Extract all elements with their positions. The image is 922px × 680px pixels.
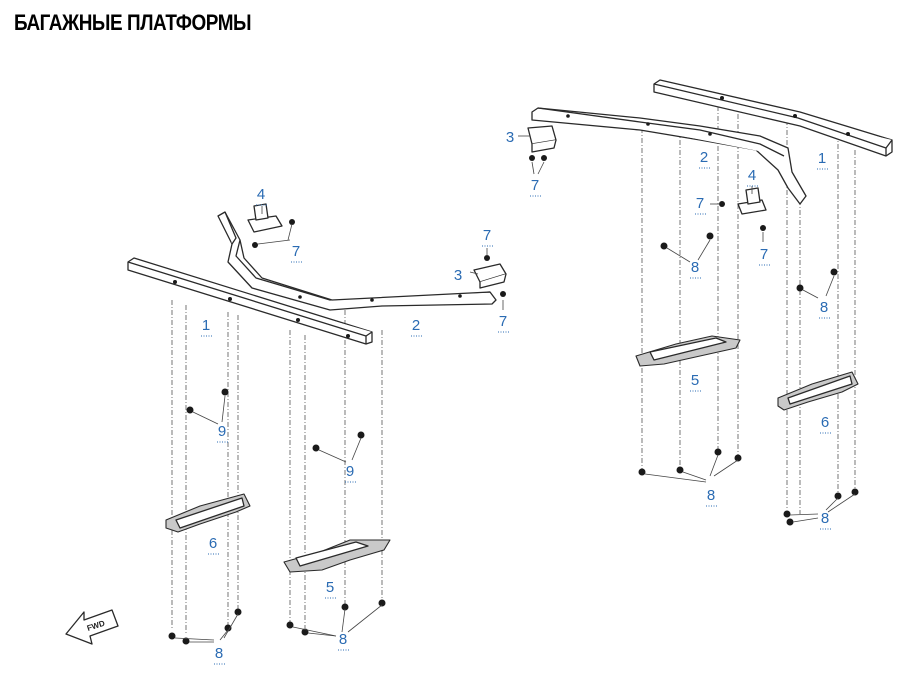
callout-8: 8 bbox=[707, 487, 715, 504]
callout-1: 1 bbox=[202, 317, 210, 334]
callout-6: 6 bbox=[821, 414, 829, 431]
callout-2: 2 bbox=[412, 317, 420, 334]
right-bracket-part3 bbox=[527, 125, 557, 153]
callout-6: 6 bbox=[209, 535, 217, 552]
right-platform-part6 bbox=[777, 371, 859, 411]
left-bracket-part4 bbox=[247, 203, 283, 233]
callout-3: 3 bbox=[454, 267, 462, 284]
callout-7: 7 bbox=[531, 177, 539, 194]
right-callouts: 3 7 2 1 4 7 7 8 8 5 6 8 8 bbox=[506, 129, 831, 530]
callout-5: 5 bbox=[326, 579, 334, 596]
left-leaders bbox=[174, 206, 504, 643]
callout-8: 8 bbox=[215, 645, 223, 662]
left-rail-part1 bbox=[127, 257, 373, 345]
right-assembly-lines bbox=[641, 96, 856, 514]
callout-3: 3 bbox=[506, 129, 514, 146]
callout-9: 9 bbox=[346, 463, 354, 480]
callout-7: 7 bbox=[483, 227, 491, 244]
left-bracket-part3 bbox=[473, 263, 507, 289]
callout-4: 4 bbox=[257, 186, 265, 203]
callout-1: 1 bbox=[818, 150, 826, 167]
right-assembly: 3 7 2 1 4 7 7 8 8 5 6 8 8 bbox=[506, 79, 893, 530]
callout-8: 8 bbox=[339, 631, 347, 648]
callout-5: 5 bbox=[691, 372, 699, 389]
left-platform-part5 bbox=[283, 539, 391, 573]
callout-8: 8 bbox=[820, 299, 828, 316]
left-assembly: 1 2 3 4 7 7 7 9 9 6 5 8 8 bbox=[65, 186, 509, 665]
fwd-arrow-icon: FWD bbox=[65, 609, 119, 645]
page-title: БАГАЖНЫЕ ПЛАТФОРМЫ bbox=[14, 10, 252, 35]
callout-7: 7 bbox=[292, 243, 300, 260]
left-rail-part2 bbox=[217, 211, 497, 311]
callout-2: 2 bbox=[700, 149, 708, 166]
right-platform-part5 bbox=[635, 335, 741, 367]
left-assembly-lines bbox=[171, 300, 383, 635]
callout-9: 9 bbox=[218, 423, 226, 440]
callout-8: 8 bbox=[691, 259, 699, 276]
callout-4: 4 bbox=[748, 167, 756, 184]
callout-7: 7 bbox=[696, 195, 704, 212]
right-rail-part2 bbox=[531, 107, 807, 205]
callout-7: 7 bbox=[499, 313, 507, 330]
callout-8: 8 bbox=[821, 510, 829, 527]
callout-7: 7 bbox=[760, 246, 768, 263]
left-callouts: 1 2 3 4 7 7 7 9 9 6 5 8 8 bbox=[201, 186, 509, 665]
left-bolts bbox=[168, 219, 506, 645]
right-rail-part1 bbox=[653, 79, 893, 157]
right-leaders bbox=[518, 135, 856, 523]
right-bracket-part4 bbox=[737, 187, 767, 215]
left-platform-part6 bbox=[165, 493, 251, 533]
right-bolts bbox=[529, 155, 859, 526]
